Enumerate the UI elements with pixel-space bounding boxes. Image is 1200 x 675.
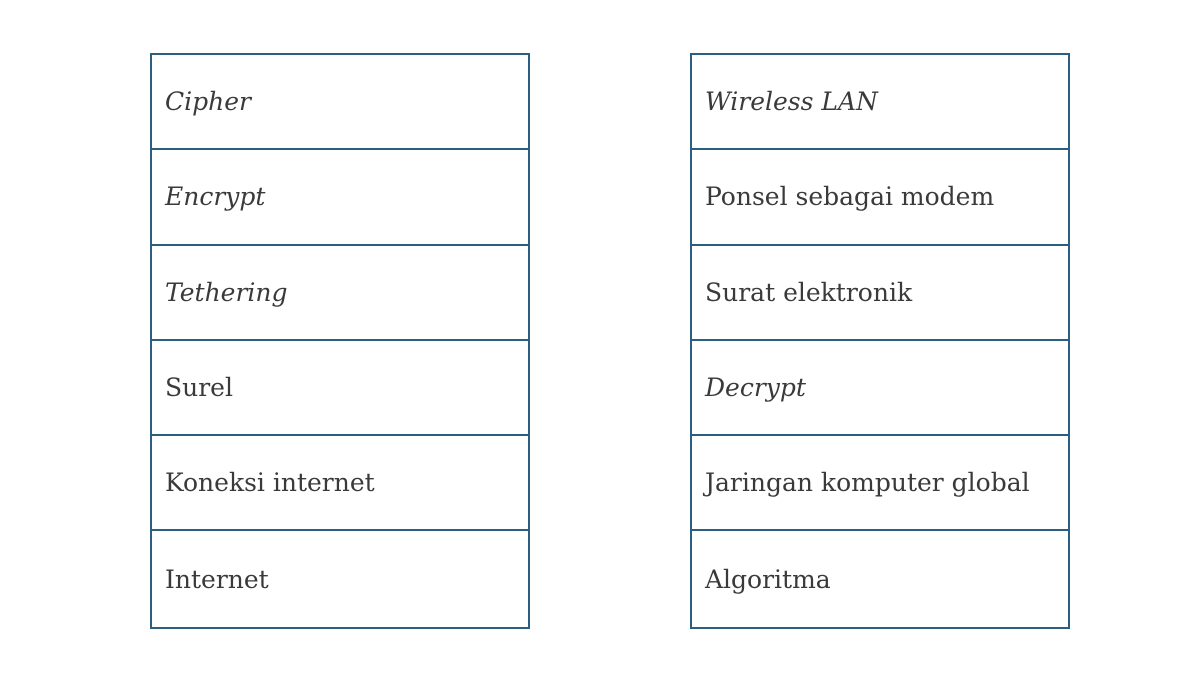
left-term-cell: Encrypt	[152, 150, 528, 246]
right-definition-cell: Wireless LAN	[692, 55, 1068, 151]
left-term-cell: Cipher	[152, 55, 528, 151]
right-definition-text: Surat elektronik	[705, 277, 913, 307]
right-definition-text: Decrypt	[705, 373, 806, 403]
left-term-cell: Surel	[152, 341, 528, 437]
right-definition-cell: Jaringan komputer global	[692, 436, 1068, 532]
left-term-column: Cipher Encrypt Tethering Surel Koneksi i…	[150, 53, 530, 629]
left-term-cell: Koneksi internet	[152, 436, 528, 532]
left-term-cell: Tethering	[152, 246, 528, 341]
right-definition-column: Wireless LAN Ponsel sebagai modem Surat …	[690, 53, 1070, 629]
left-term-text: Tethering	[165, 277, 288, 307]
right-definition-text: Algoritma	[705, 564, 831, 594]
left-term-text: Internet	[165, 564, 269, 594]
right-definition-cell: Ponsel sebagai modem	[692, 150, 1068, 246]
right-definition-cell: Algoritma	[692, 531, 1068, 626]
right-definition-text: Ponsel sebagai modem	[705, 182, 995, 212]
right-definition-cell: Decrypt	[692, 341, 1068, 437]
left-term-text: Koneksi internet	[165, 468, 375, 498]
right-definition-text: Wireless LAN	[705, 87, 878, 117]
left-term-text: Encrypt	[165, 182, 266, 212]
left-term-cell: Internet	[152, 531, 528, 626]
left-term-text: Surel	[165, 373, 233, 403]
left-term-text: Cipher	[165, 87, 251, 117]
right-definition-cell: Surat elektronik	[692, 246, 1068, 341]
right-definition-text: Jaringan komputer global	[705, 468, 1030, 498]
